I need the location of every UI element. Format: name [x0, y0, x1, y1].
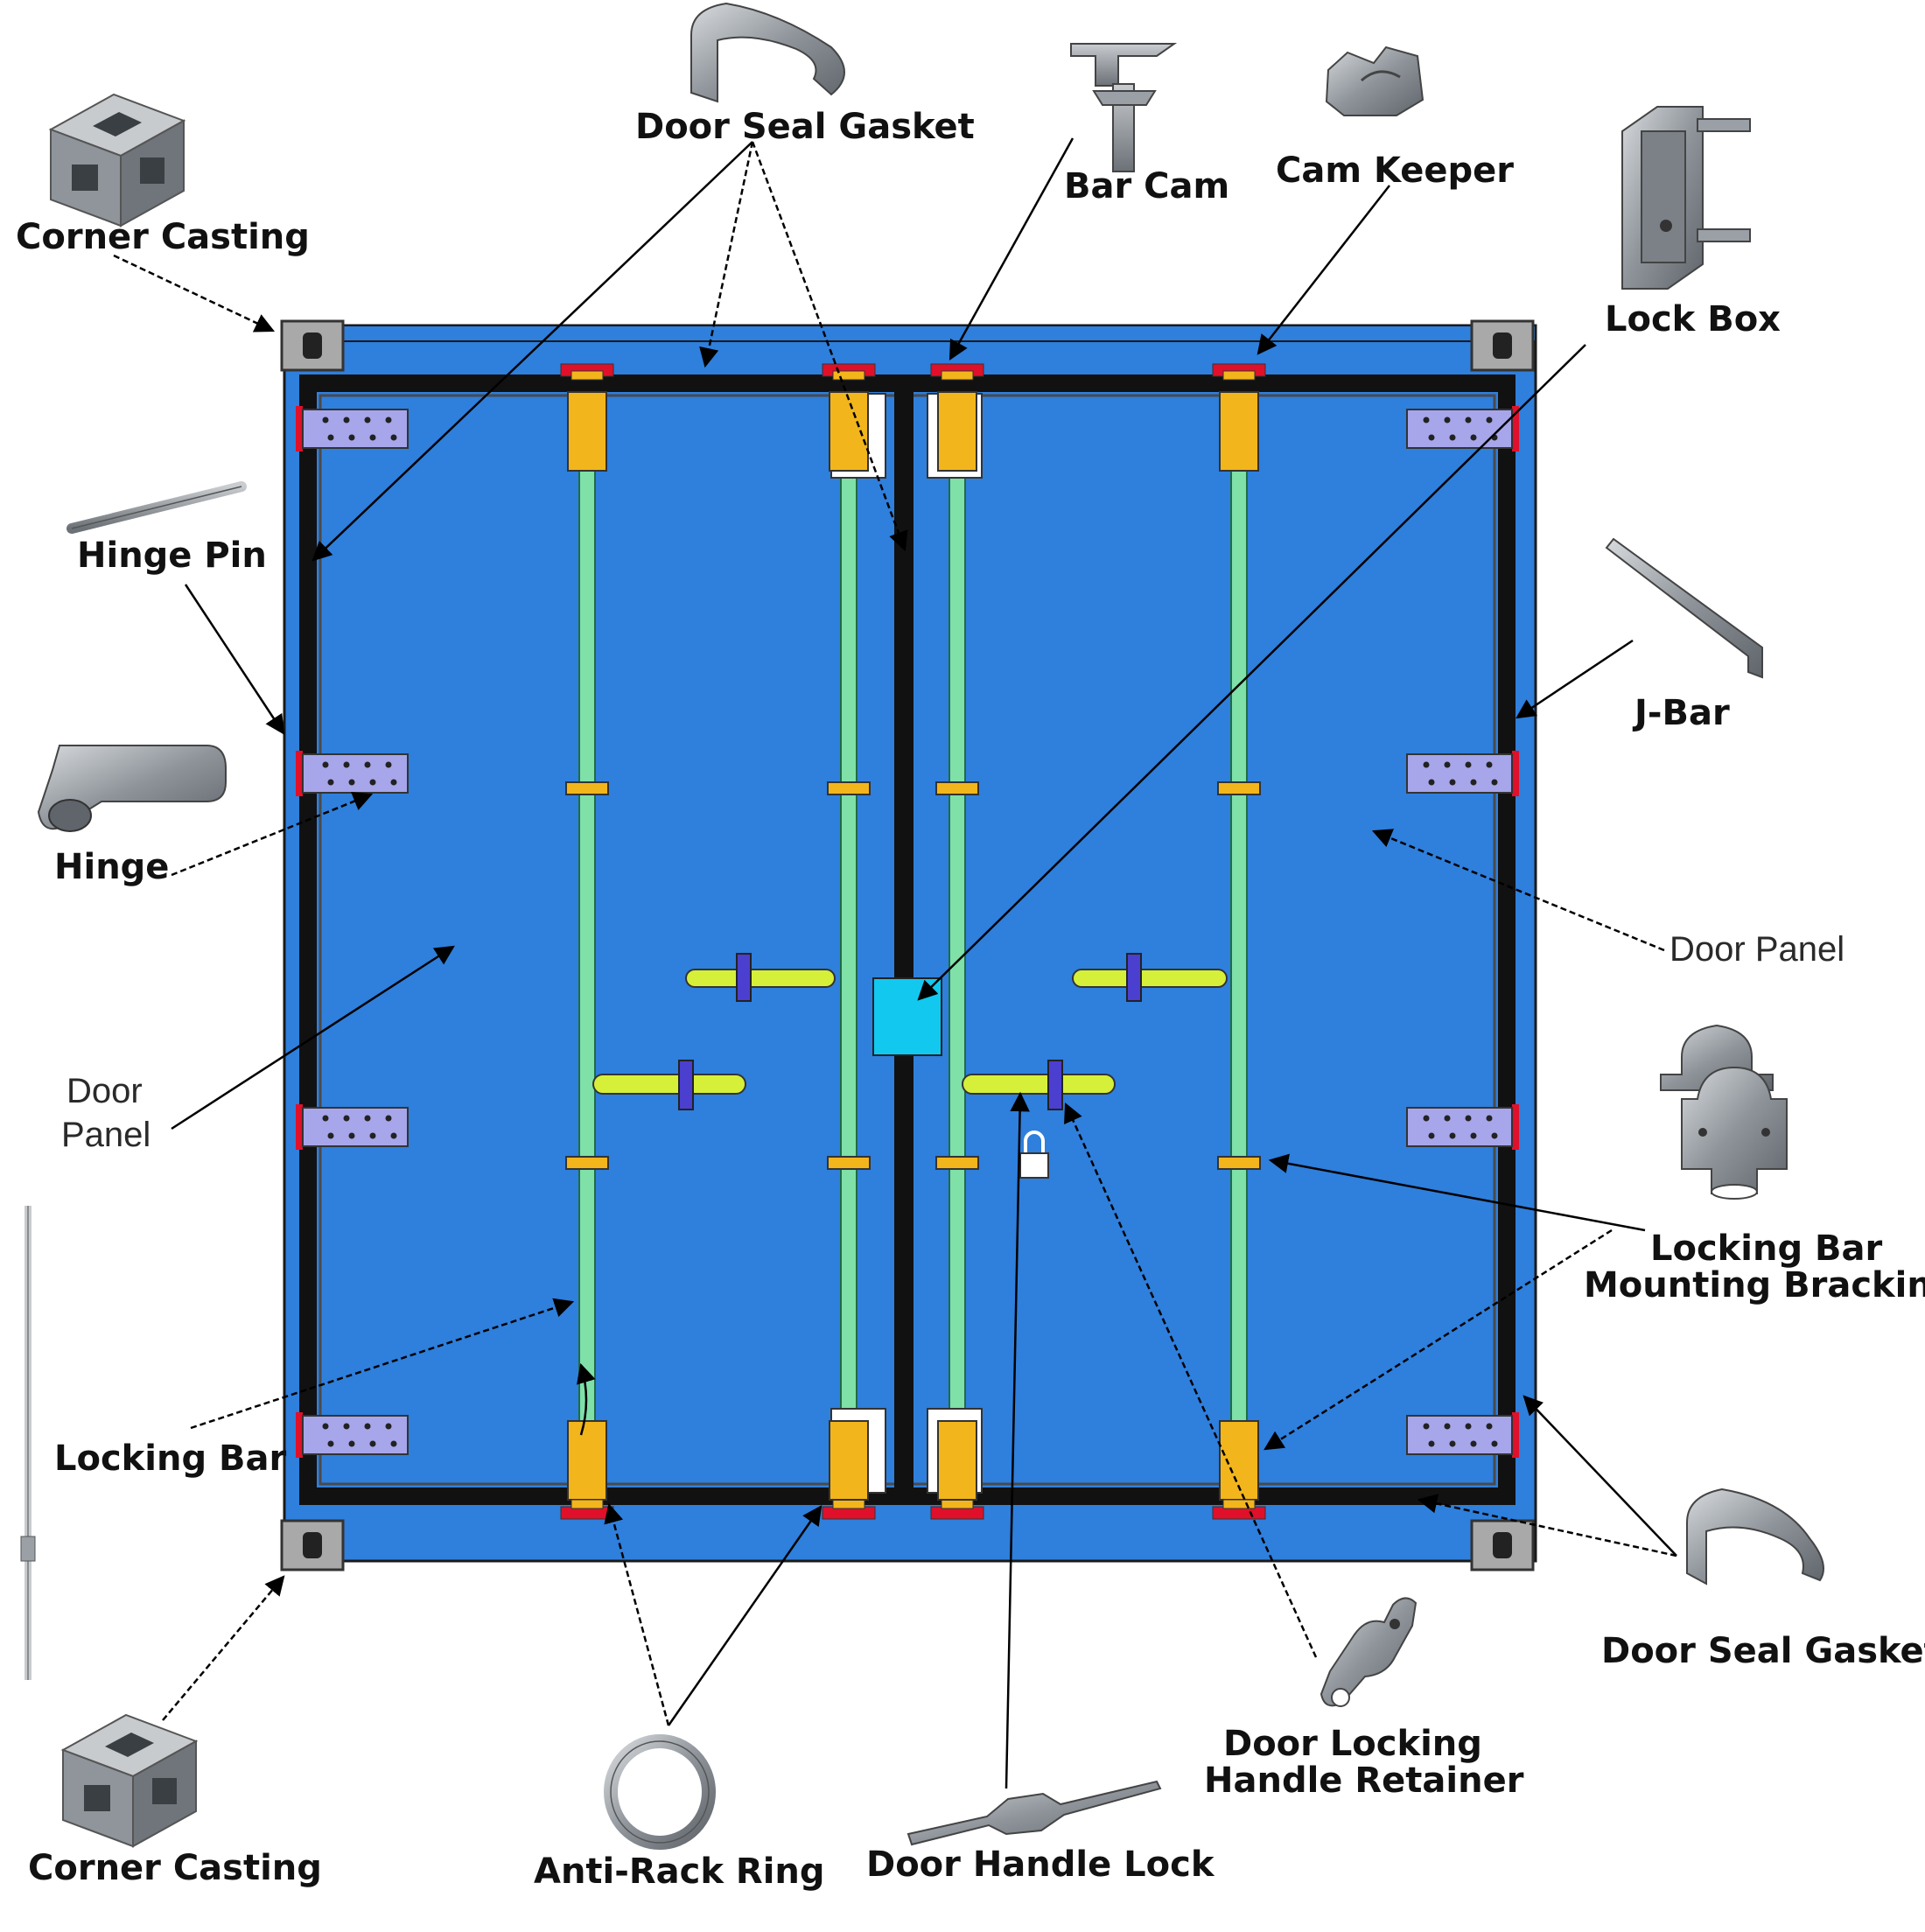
handle-retainer-4 — [1047, 1060, 1063, 1110]
label-locking-bar: Locking Bar — [54, 1438, 287, 1479]
hinge-plate-right-4 — [1406, 1412, 1519, 1458]
locking-bar-mounting-bracket-icon — [1660, 1024, 1788, 1200]
hinge-plates — [296, 406, 1519, 1458]
lock-box — [872, 977, 942, 1056]
corner-casting-tr — [1470, 319, 1535, 372]
hinge-plate-left-4 — [296, 1412, 409, 1458]
label-door-panel-left-line2: Panel — [61, 1116, 150, 1154]
bar-cam-icon — [1070, 43, 1178, 172]
corner-casting-icon — [60, 1713, 199, 1848]
handle-left-upper — [685, 969, 836, 988]
door-handle-lock-icon — [906, 1780, 1162, 1846]
hinge-plate-right-3 — [1406, 1104, 1519, 1150]
label-cam-keeper: Cam Keeper — [1276, 150, 1514, 191]
label-door-locking-handle-retainer-line1: Door Locking — [1223, 1724, 1482, 1764]
hinge-icon — [37, 745, 227, 832]
door-seal-gasket-icon — [1686, 1488, 1824, 1586]
hinge-plate-right-1 — [1406, 406, 1519, 452]
hinge-plate-left-2 — [296, 751, 409, 796]
door-seal-gasket-icon — [690, 2, 845, 103]
label-door-panel-left-line1: Door — [66, 1072, 143, 1110]
handle-retainer-2 — [1126, 953, 1142, 1002]
locking-bar-icon — [20, 1206, 36, 1680]
top-header-bar — [284, 325, 1536, 342]
label-door-seal-gasket-top: Door Seal Gasket — [635, 107, 975, 147]
hinge-plate-left-3 — [296, 1104, 409, 1150]
handle-right-lower — [962, 1074, 1116, 1095]
door-locking-handle-retainer-icon — [1320, 1597, 1418, 1707]
handle-retainer-1 — [736, 953, 752, 1002]
anti-rack-ring-icon — [604, 1734, 716, 1850]
label-door-handle-lock: Door Handle Lock — [866, 1844, 1215, 1885]
label-anti-rack-ring: Anti-Rack Ring — [534, 1852, 825, 1892]
label-lock-box: Lock Box — [1605, 299, 1781, 340]
label-bar-cam: Bar Cam — [1064, 166, 1229, 206]
label-locking-bar-mounting-line1: Locking Bar — [1650, 1228, 1883, 1269]
labels: Corner Casting Door Seal Gasket Bar Cam … — [16, 107, 1925, 1892]
container-door-assembly — [280, 319, 1537, 1572]
corner-casting-icon — [48, 93, 186, 228]
corner-casting-bl — [280, 1519, 345, 1572]
locking-bars — [560, 363, 1266, 1520]
corner-casting-tl — [280, 319, 345, 372]
handle-retainer-3 — [678, 1060, 694, 1110]
hinge-pin-icon — [66, 481, 247, 534]
label-door-panel-right: Door Panel — [1670, 930, 1844, 969]
label-j-bar: J-Bar — [1632, 693, 1730, 733]
label-locking-bar-mounting-line2: Mounting Bracking — [1584, 1265, 1925, 1306]
corner-casting-br — [1470, 1519, 1535, 1572]
label-door-seal-gasket-bottom: Door Seal Gasket — [1601, 1631, 1925, 1671]
door-handles — [592, 953, 1228, 1110]
hinge-plate-right-2 — [1406, 751, 1519, 796]
label-corner-casting-bottom: Corner Casting — [28, 1848, 322, 1888]
handle-left-lower — [592, 1074, 746, 1095]
locking-bar-1 — [560, 363, 614, 1520]
padlock-icon — [1019, 1130, 1049, 1179]
label-hinge: Hinge — [54, 847, 169, 887]
label-hinge-pin: Hinge Pin — [77, 536, 267, 576]
center-post — [894, 383, 914, 1496]
cam-keeper-icon — [1325, 46, 1424, 116]
label-door-locking-handle-retainer-line2: Handle Retainer — [1204, 1760, 1524, 1801]
locking-bar-4 — [1212, 363, 1266, 1520]
handle-right-upper — [1072, 969, 1228, 988]
hinge-plate-left-1 — [296, 406, 409, 452]
label-corner-casting-top: Corner Casting — [16, 217, 310, 257]
center-bar-cam-2 — [937, 391, 977, 1501]
j-bar-icon — [1605, 537, 1763, 679]
lock-box-icon — [1621, 106, 1751, 290]
leader-lines — [113, 137, 1677, 1789]
